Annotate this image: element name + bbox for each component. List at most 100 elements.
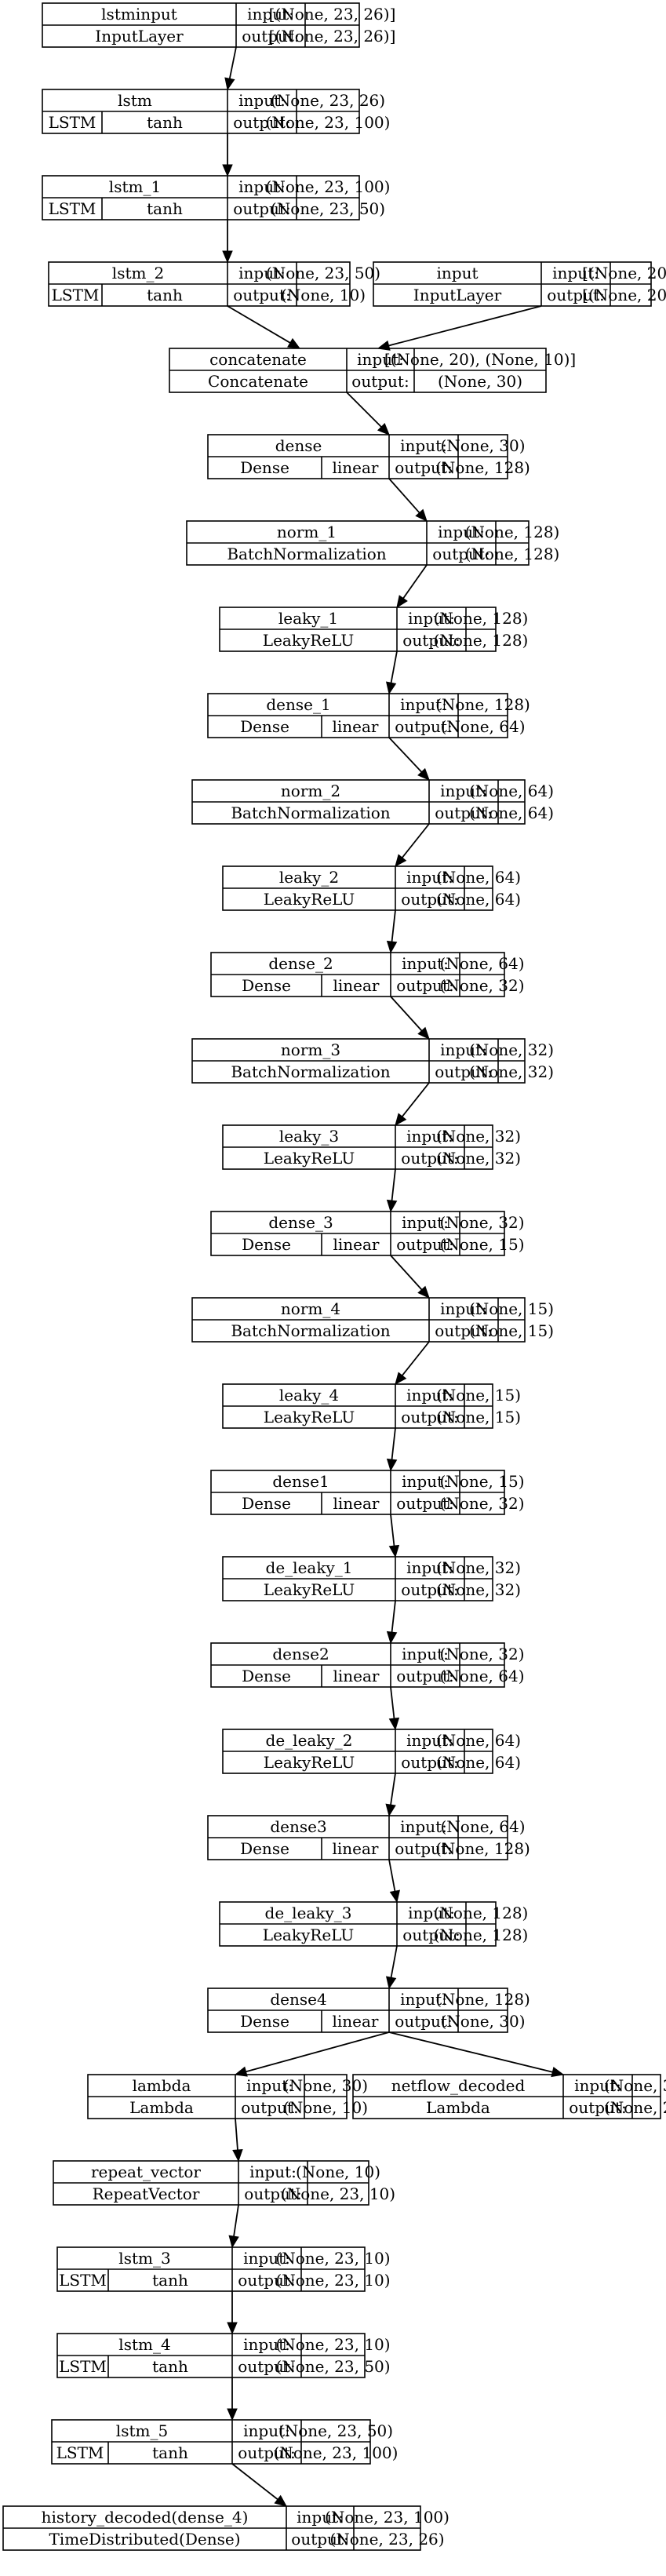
output-shape: (None, 15): [436, 1408, 521, 1426]
layer-name: lstm_5: [116, 2421, 168, 2440]
output-shape: (None, 32): [439, 1494, 524, 1513]
output-label: output:: [402, 631, 460, 650]
input-shape: (None, 128): [435, 695, 530, 714]
edge-line: [391, 1600, 396, 1633]
input-shape: (None, 64): [436, 868, 521, 887]
output-shape: (None, 128): [434, 631, 529, 650]
input-shape: (None, 15): [436, 1386, 521, 1405]
layer-name: dense2: [272, 1645, 329, 1663]
input-label: input:: [406, 1558, 453, 1577]
arrow-head: [274, 2494, 287, 2507]
layer-type: LeakyReLU: [264, 1580, 355, 1599]
edge-lambda-to-repeat-vector: [232, 2118, 243, 2162]
edge-line: [228, 46, 237, 79]
output-shape: (None, 30): [440, 2012, 525, 2031]
output-shape: (None, 10): [281, 286, 366, 304]
edge-dense-2-to-norm-3: [390, 996, 430, 1040]
edge-concatenate-to-dense: [346, 392, 390, 435]
input-shape: (None, 23, 100): [266, 177, 391, 196]
edge-line: [388, 305, 542, 347]
edge-dense2-to-de-leaky-2: [388, 1686, 400, 1731]
input-shape: (None, 32): [469, 1040, 554, 1059]
edge-line: [388, 478, 420, 514]
edge-dense1-to-de-leaky-1: [388, 1514, 400, 1558]
input-label: input:: [574, 2076, 621, 2095]
layer-type: Dense: [240, 1839, 289, 1858]
arrow-head: [415, 508, 428, 522]
layer-name: lstm_2: [112, 264, 164, 282]
edge-line: [390, 1255, 423, 1291]
edge-line: [346, 392, 382, 428]
arrow-head: [417, 767, 430, 781]
arrow-head: [385, 1976, 397, 1990]
output-label: output:: [395, 458, 452, 477]
layer-type: BatchNormalization: [231, 1321, 390, 1340]
edge-norm-4-to-leaky-4: [395, 1341, 430, 1385]
edge-line: [402, 823, 430, 858]
edge-norm-1-to-leaky-1: [396, 564, 428, 609]
output-shape: (None, 32): [469, 1062, 554, 1081]
layer-activation: tanh: [147, 199, 183, 218]
layer-type: LSTM: [56, 2443, 104, 2462]
output-label: output:: [401, 1753, 458, 1772]
arrow-head: [396, 595, 408, 609]
input-label: input:: [238, 177, 286, 196]
layer-type: LeakyReLU: [264, 890, 355, 909]
edge-lstm-1-to-lstm-2: [222, 220, 233, 264]
output-shape: [(None, 23, 26)]: [269, 27, 396, 46]
output-shape: (None, 128): [465, 545, 560, 563]
input-shape: (None, 32): [439, 1213, 524, 1232]
output-shape: (None, 32): [436, 1580, 521, 1599]
input-shape: (None, 64): [440, 1817, 525, 1836]
layer-activation: linear: [333, 458, 379, 477]
arrow-head: [395, 1372, 407, 1385]
edge-input-to-concatenate: [377, 305, 542, 351]
output-shape: (None, 32): [436, 1149, 521, 1168]
edge-line: [391, 1427, 396, 1460]
output-shape: (None, 128): [434, 1926, 529, 1944]
edge-line: [388, 2031, 553, 2073]
layer-name: leaky_2: [279, 868, 339, 887]
input-shape: (None, 30): [604, 2076, 666, 2095]
layer-type: Lambda: [426, 2098, 490, 2117]
edge-dense-1-to-norm-2: [388, 737, 430, 781]
layer-name: de_leaky_2: [266, 1731, 353, 1750]
output-shape: (None, 10): [283, 2098, 368, 2117]
input-label: input:: [552, 264, 599, 282]
input-label: input:: [243, 2249, 290, 2268]
layer-type: LSTM: [59, 2271, 107, 2290]
layer-type: Dense: [240, 2012, 289, 2031]
output-label: output:: [242, 27, 299, 46]
layer-type: TimeDistributed(Dense): [49, 2530, 240, 2549]
edge-line: [235, 2118, 238, 2151]
layer-node-norm-1: norm_1BatchNormalizationinput:output:(No…: [186, 520, 560, 566]
output-label: output:: [569, 2098, 626, 2117]
input-shape: (None, 64): [439, 954, 524, 973]
output-label: output:: [395, 1839, 452, 1858]
layer-name: lstm_3: [118, 2249, 170, 2268]
layer-activation: tanh: [152, 2443, 188, 2462]
output-label: output:: [401, 890, 458, 909]
layer-name: dense: [275, 436, 322, 455]
arrow-head: [385, 681, 397, 695]
output-label: output:: [401, 1149, 458, 1168]
layer-activation: linear: [333, 976, 380, 995]
input-label: input:: [406, 1731, 453, 1750]
input-shape: (None, 23, 10): [275, 2335, 390, 2354]
input-label: input:: [402, 954, 449, 973]
input-shape: (None, 32): [436, 1558, 521, 1577]
layer-name: lambda: [133, 2076, 191, 2095]
layer-node-norm-4: norm_4BatchNormalizationinput:output:(No…: [191, 1297, 554, 1343]
output-label: output:: [396, 976, 453, 995]
input-shape: (None, 128): [434, 1904, 529, 1922]
input-label: input:: [406, 1127, 453, 1146]
edge-lstm-2-to-concatenate: [227, 305, 301, 349]
input-label: input:: [440, 782, 487, 800]
edge-line: [388, 737, 423, 773]
